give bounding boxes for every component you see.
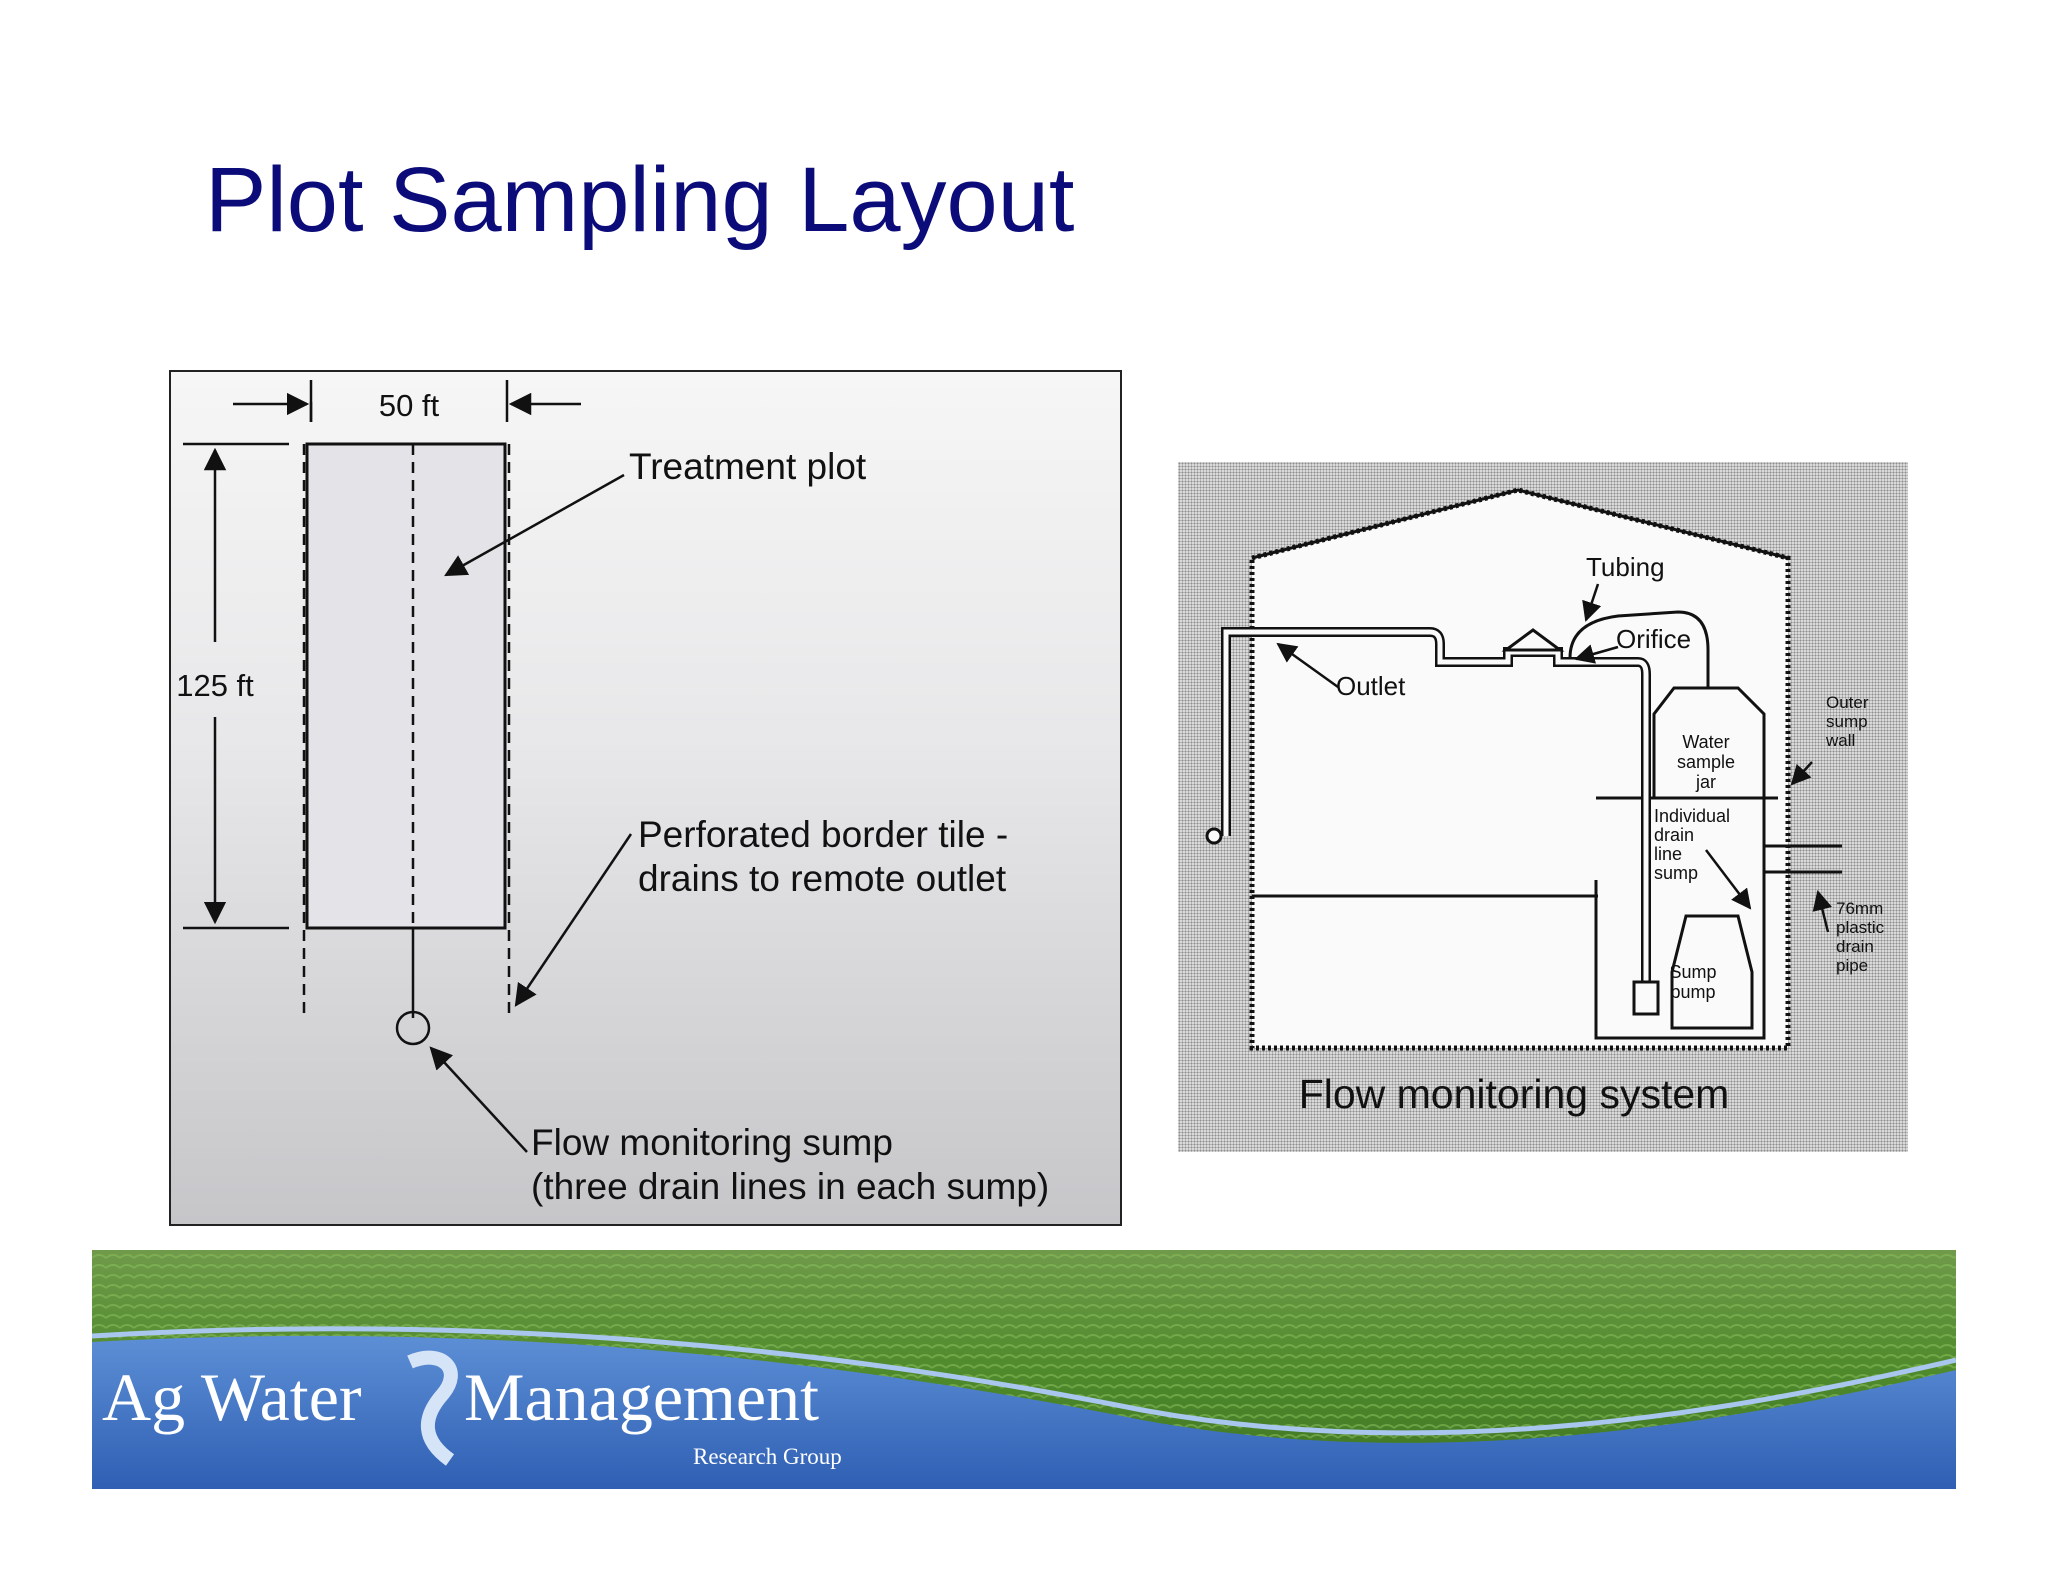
svg-text:sample: sample bbox=[1677, 752, 1735, 772]
sump-label-2: (three drain lines in each sump) bbox=[531, 1166, 1049, 1207]
tubing-arrow bbox=[1582, 583, 1602, 622]
width-dimension bbox=[233, 380, 581, 422]
outlet-pipe-inner bbox=[1223, 629, 1649, 1002]
flow-meter bbox=[1501, 628, 1565, 652]
pump-intake bbox=[1632, 980, 1660, 1016]
svg-text:drain: drain bbox=[1654, 825, 1694, 845]
brand-subtitle: Research Group bbox=[693, 1444, 842, 1469]
svg-text:Outer: Outer bbox=[1826, 693, 1869, 712]
outer-wall-arrow bbox=[1790, 761, 1813, 786]
svg-text:pipe: pipe bbox=[1836, 956, 1868, 975]
drain-pipe-arrow bbox=[1812, 890, 1833, 933]
flow-monitoring-diagram: Tubing Orifice Outlet Water sample jar I… bbox=[1178, 462, 1908, 1152]
sump-arrow bbox=[429, 1046, 528, 1153]
svg-text:wall: wall bbox=[1825, 731, 1855, 750]
drain-sump-label: Individual drain line sump bbox=[1654, 806, 1730, 883]
treatment-plot-rect bbox=[305, 442, 507, 930]
svg-text:jar: jar bbox=[1695, 772, 1716, 792]
brand-ag-water: Ag Water bbox=[102, 1359, 362, 1435]
svg-text:Water: Water bbox=[1682, 732, 1729, 752]
drain-sump-arrow bbox=[1705, 849, 1752, 910]
length-dimension bbox=[183, 442, 289, 930]
sump-pump-label: Sump pump bbox=[1669, 962, 1716, 1002]
outlet-label: Outlet bbox=[1336, 671, 1406, 701]
svg-text:sump: sump bbox=[1826, 712, 1868, 731]
orifice-label: Orifice bbox=[1616, 624, 1691, 654]
border-tile-arrow bbox=[514, 833, 633, 1007]
outlet-arrow bbox=[1276, 642, 1339, 689]
svg-text:sump: sump bbox=[1654, 863, 1698, 883]
inner-sump bbox=[1594, 798, 1766, 1040]
plot-layout-diagram: 50 ft 125 ft Treatment plot Perforated b… bbox=[169, 370, 1122, 1226]
slide-title: Plot Sampling Layout bbox=[205, 149, 1075, 251]
brand-banner: Ag Water Management Research Group bbox=[92, 1250, 1956, 1489]
svg-text:pump: pump bbox=[1670, 982, 1715, 1002]
drain-pipe-label: 76mm plastic drain pipe bbox=[1836, 899, 1885, 975]
drain-pipe bbox=[1764, 844, 1842, 874]
roof-line bbox=[1251, 488, 1789, 560]
outer-wall-label: Outer sump wall bbox=[1825, 693, 1869, 750]
outlet-end bbox=[1205, 827, 1223, 845]
orifice-arrow bbox=[1574, 644, 1619, 664]
svg-text:plastic: plastic bbox=[1836, 918, 1885, 937]
brand-management: Management bbox=[464, 1359, 819, 1435]
wave-highlight bbox=[92, 1326, 1956, 1436]
treatment-plot-arrow bbox=[444, 473, 625, 577]
length-label: 125 ft bbox=[176, 668, 254, 703]
svg-text:Individual: Individual bbox=[1654, 806, 1730, 826]
border-tile-label-2: drains to remote outlet bbox=[638, 858, 1007, 899]
width-label: 50 ft bbox=[379, 388, 440, 423]
svg-text:Sump: Sump bbox=[1669, 962, 1716, 982]
sump-label-1: Flow monitoring sump bbox=[531, 1122, 893, 1163]
svg-text:line: line bbox=[1654, 844, 1682, 864]
water-wave bbox=[92, 1335, 1956, 1489]
water-jar-label: Water sample jar bbox=[1677, 732, 1735, 792]
svg-text:drain: drain bbox=[1836, 937, 1874, 956]
svg-text:76mm: 76mm bbox=[1836, 899, 1883, 918]
flow-caption: Flow monitoring system bbox=[1299, 1071, 1730, 1117]
treatment-plot-label: Treatment plot bbox=[629, 446, 867, 487]
sump-pump bbox=[1670, 914, 1754, 1030]
water-sample-jar bbox=[1652, 686, 1766, 800]
tubing-label: Tubing bbox=[1586, 552, 1665, 582]
sump-circle bbox=[395, 1010, 431, 1046]
border-tile-label-1: Perforated border tile - bbox=[638, 814, 1008, 855]
tubing-line bbox=[1568, 610, 1710, 688]
logo-swoosh bbox=[407, 1350, 458, 1466]
